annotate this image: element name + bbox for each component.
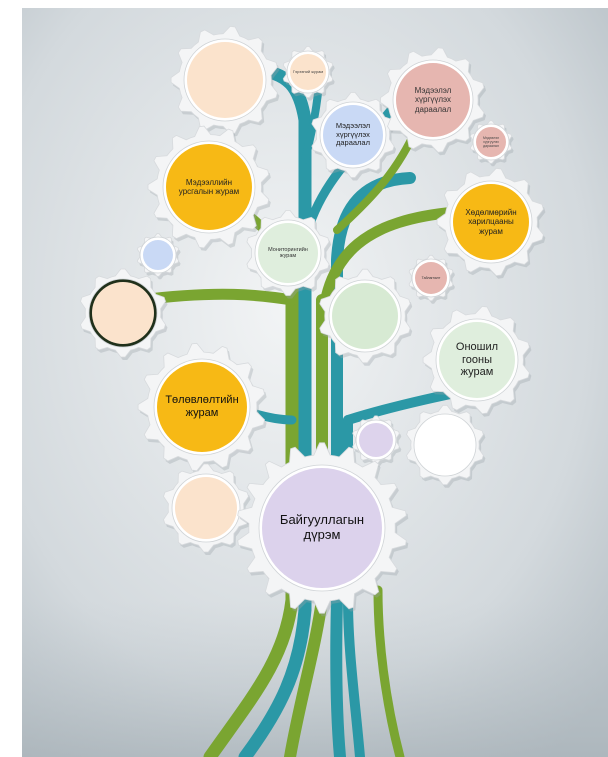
gear-node-onoshil: [422, 305, 532, 417]
node-circle: [166, 144, 252, 230]
gear-node-medeelel-hurgeh: [311, 92, 397, 181]
gear-node-tolovlolt: [137, 342, 267, 474]
gear-node-small-blue-left: [136, 233, 181, 280]
gear-node-left-peach-dark: [80, 268, 168, 360]
gear-node-small-top-peach: [282, 46, 335, 101]
node-label-medeellin-ursgal: Мэдээллийн урсгалын журам: [178, 177, 240, 196]
gear-node-bottom-left-peach: [163, 463, 251, 555]
node-label-hodolmoriin: Хөдөлмөрийн харилцааны журам: [465, 208, 517, 236]
gear-node-medeellin-ursgal: [147, 125, 271, 251]
gear-node-white-right: [406, 404, 486, 488]
node-label-onoshil: Оношил гооны журам: [455, 341, 499, 379]
gear-node-small-pink-mid: [408, 254, 455, 304]
node-circle: [453, 184, 529, 260]
node-circle: [476, 127, 506, 157]
node-circle: [359, 423, 393, 457]
node-circle: [396, 63, 470, 137]
gear-node-small-lilac: [352, 415, 402, 468]
node-label-medeelel-hurgeh: Мэдээлэл хүргүүлэх дараалал: [335, 121, 371, 148]
gear-layer: [80, 25, 546, 617]
node-label-medeelel-hurgeh-pink: Мэдээлэл хүргүүлэх дараалал: [414, 86, 452, 114]
node-label-small-pink-mid: Тайлагналт: [421, 275, 441, 280]
node-circle: [323, 105, 383, 165]
branch-10: [134, 288, 298, 306]
node-label-baiguullaga: Байгууллагын дүрэм: [279, 512, 365, 542]
node-circle: [417, 417, 473, 473]
branch-2: [238, 63, 312, 757]
gear-node-top-left-peach: [170, 25, 280, 137]
branch-6: [373, 585, 405, 757]
node-circle: [415, 262, 447, 294]
node-label-small-top-peach: Гэрээний журам: [292, 68, 324, 74]
node-label-monitoringiin: Мониторингийн журам: [268, 246, 308, 259]
gear-node-baiguullaga: [237, 442, 409, 617]
node-circle: [332, 283, 398, 349]
gear-node-hodolmoriin: [436, 167, 546, 279]
gear-node-center-green: [319, 268, 413, 366]
node-circle: [258, 223, 318, 283]
branch-4: [330, 172, 416, 757]
node-circle: [262, 468, 382, 588]
node-circle: [157, 362, 247, 452]
node-label-small-pink-right: Мэдээлэл хүргүүлэх дараалал: [482, 135, 500, 148]
node-circle: [187, 42, 263, 118]
node-label-tolovlolt: Төлөвлөлтийн журам: [165, 394, 239, 419]
gear-node-monitoringiin: [246, 210, 332, 299]
node-circle: [439, 322, 515, 398]
node-circle: [175, 477, 237, 539]
gear-node-small-pink-right: [469, 120, 514, 167]
gear-node-medeelel-hurgeh-pink: [380, 47, 486, 156]
node-circle: [143, 240, 173, 270]
branch-1: [203, 253, 299, 757]
node-circle: [290, 54, 326, 90]
node-circle: [92, 282, 154, 344]
